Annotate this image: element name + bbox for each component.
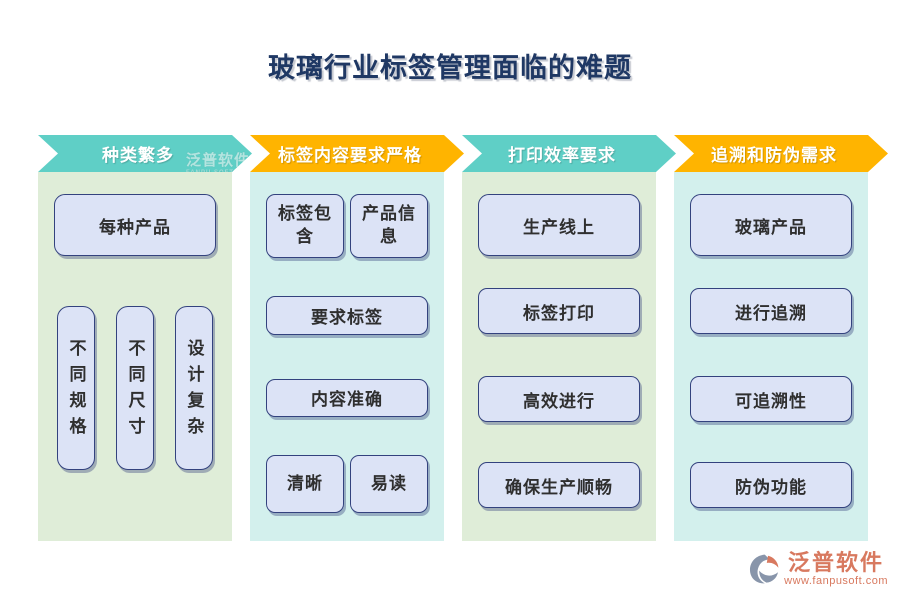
info-box: 内容准确 <box>266 378 428 417</box>
fanpu-brand-text: 泛普软件 <box>788 550 885 575</box>
page-title: 玻璃行业标签管理面临的难题 <box>268 53 632 83</box>
info-box: 确保生产顺畅 <box>478 462 640 508</box>
column-print-efficiency: 打印效率要求 生产线上 标签打印 高效进行 确保生产顺畅 <box>462 135 656 541</box>
column-variety: 种类繁多 泛普软件 FANPU SOFTWARE 每种产品 不同规格 不同尺寸 … <box>38 135 232 541</box>
brand-watermark: 泛普软件 FANPU SOFTWARE <box>186 149 256 176</box>
column-body-trace-antifake: 玻璃产品 进行追溯 可追溯性 防伪功能 <box>674 172 868 541</box>
fanpu-logo-icon <box>748 553 780 590</box>
info-box: 可追溯性 <box>690 376 852 422</box>
watermark-brand-text: 泛普软件 <box>185 152 250 169</box>
box-pair-bottom: 清晰 易读 <box>266 455 428 513</box>
info-box: 清晰 <box>266 455 344 513</box>
info-box: 不同规格 <box>57 306 95 470</box>
info-box: 防伪功能 <box>690 462 852 508</box>
column-body-content-strict: 标签包含 产品信息 要求标签 内容准确 清晰 易读 <box>250 172 444 541</box>
columns-container: 种类繁多 泛普软件 FANPU SOFTWARE 每种产品 不同规格 不同尺寸 … <box>38 135 868 541</box>
column-header-trace-antifake: 追溯和防伪需求 <box>674 135 888 172</box>
info-box: 生产线上 <box>478 194 640 256</box>
column-body-variety: 每种产品 不同规格 不同尺寸 设计复杂 <box>38 172 232 541</box>
vertical-box-group: 不同规格 不同尺寸 设计复杂 <box>54 306 216 470</box>
box-pair-top: 标签包含 产品信息 <box>266 194 428 258</box>
info-box: 要求标签 <box>266 296 428 335</box>
info-box: 产品信息 <box>350 194 428 258</box>
info-box: 不同尺寸 <box>116 306 154 470</box>
column-header-label: 追溯和防伪需求 <box>711 146 837 165</box>
info-box: 进行追溯 <box>690 288 852 334</box>
column-header-content-strict: 标签内容要求严格 <box>250 135 464 172</box>
info-box: 易读 <box>350 455 428 513</box>
info-box: 设计复杂 <box>175 306 213 470</box>
column-header-print-efficiency: 打印效率要求 <box>462 135 676 172</box>
column-trace-antifake: 追溯和防伪需求 玻璃产品 进行追溯 可追溯性 防伪功能 <box>674 135 868 541</box>
column-body-print-efficiency: 生产线上 标签打印 高效进行 确保生产顺畅 <box>462 172 656 541</box>
column-header-label: 标签内容要求严格 <box>278 146 422 165</box>
column-header-variety: 种类繁多 泛普软件 FANPU SOFTWARE <box>38 135 252 172</box>
info-box: 每种产品 <box>54 194 216 256</box>
column-content-strict: 标签内容要求严格 标签包含 产品信息 要求标签 内容准确 清晰 易读 <box>250 135 444 541</box>
info-box: 高效进行 <box>478 376 640 422</box>
column-header-label: 种类繁多 <box>102 146 174 165</box>
info-box: 标签打印 <box>478 288 640 334</box>
info-box: 标签包含 <box>266 194 344 258</box>
column-header-label: 打印效率要求 <box>508 146 616 165</box>
fanpu-url-text: www.fanpusoft.com <box>784 575 888 588</box>
fanpu-footer-logo: 泛普软件 www.fanpusoft.com <box>748 550 888 590</box>
info-box: 玻璃产品 <box>690 194 852 256</box>
